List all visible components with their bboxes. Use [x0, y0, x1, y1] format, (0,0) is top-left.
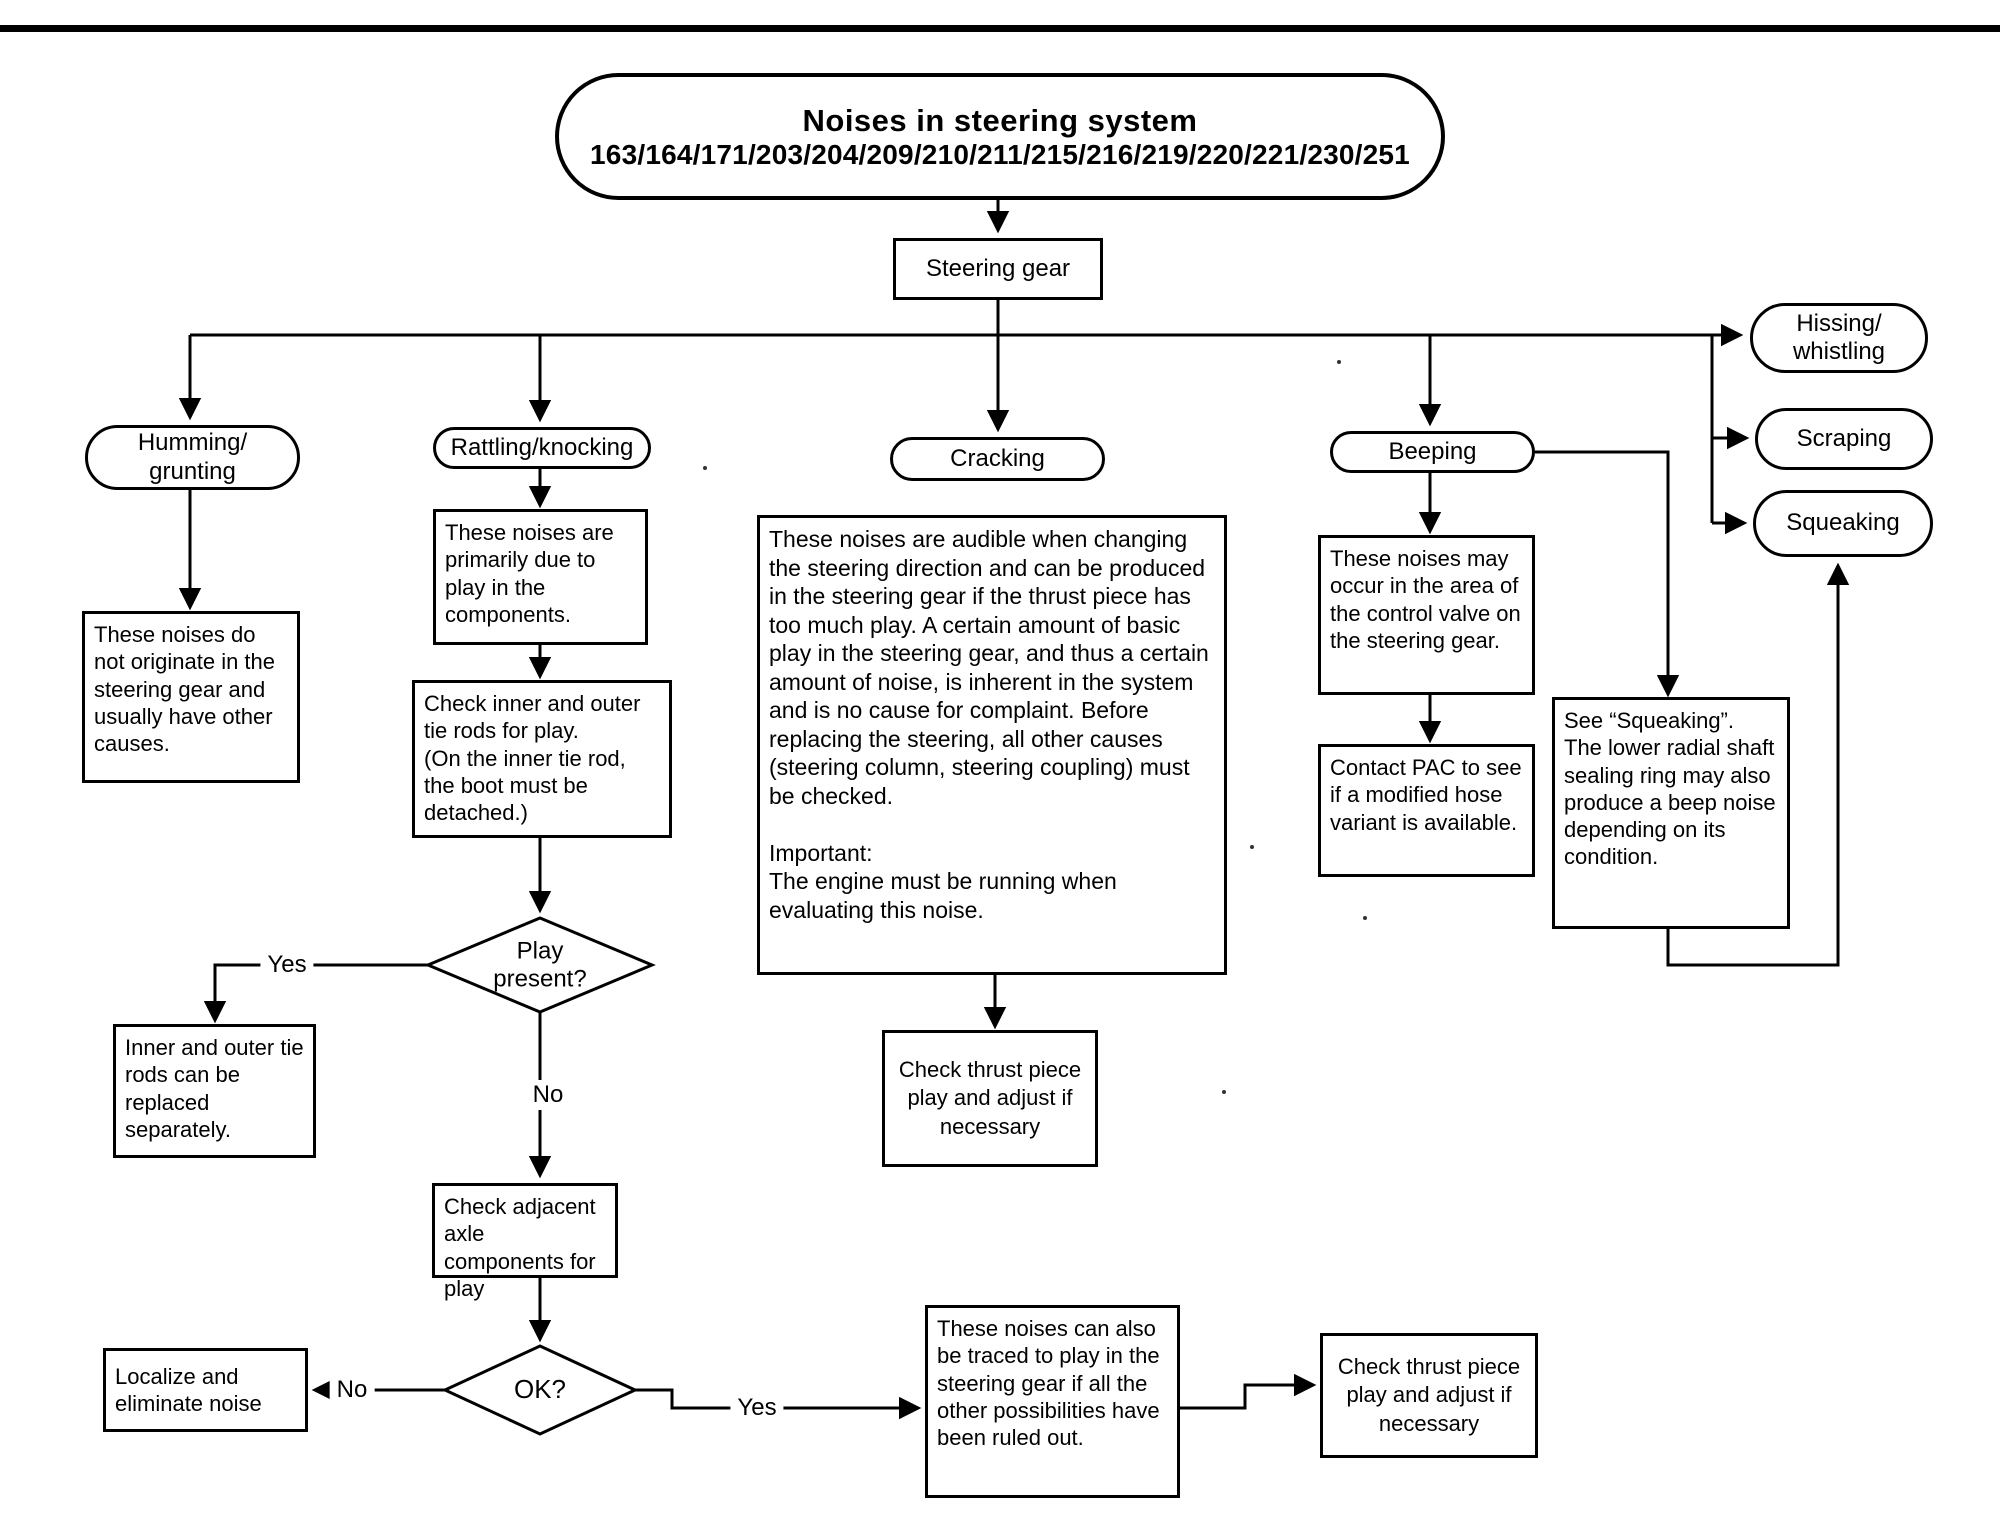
- node-beeping-oval: Beeping: [1330, 431, 1535, 473]
- node-ruled-out: These noises can also be traced to play …: [925, 1305, 1180, 1498]
- node-beeping-desc: These noises may occur in the area of th…: [1318, 535, 1535, 695]
- node-squeaking-oval: Squeaking: [1753, 490, 1933, 557]
- node-humming-desc: These noises do not originate in the ste…: [82, 611, 300, 783]
- scan-speck: [1337, 360, 1341, 364]
- edge-beeping-to-note: [1535, 450, 1680, 698]
- title-line2: 163/164/171/203/204/209/210/211/215/216/…: [590, 138, 1410, 170]
- node-tie-rod-replace: Inner and outer tie rods can be replaced…: [113, 1024, 316, 1158]
- node-humming-oval: Humming/ grunting: [85, 425, 300, 490]
- edge-label-play-no: No: [525, 1080, 571, 1110]
- node-check-adjacent: Check adjacent axle components for play: [432, 1183, 618, 1301]
- title-line1: Noises in steering system: [802, 102, 1198, 138]
- node-ok-label: OK?: [513, 1374, 567, 1405]
- node-tie-rod-check: Check inner and outer tie rods for play.…: [412, 680, 672, 838]
- node-cracking-desc: These noises are audible when changing t…: [757, 515, 1227, 975]
- node-play-present-label: Play present?: [493, 937, 587, 992]
- page-top-rule: [0, 25, 2000, 32]
- node-cracking-oval: Cracking: [890, 437, 1105, 481]
- node-rattling-desc: These noises are primarily due to play i…: [433, 509, 648, 645]
- edge-label-ok-no: No: [329, 1375, 375, 1405]
- node-pac: Contact PAC to see if a modified hose va…: [1318, 744, 1535, 877]
- node-thrust-check-mid: Check thrust piece play and adjust if ne…: [882, 1030, 1098, 1167]
- node-scraping-oval: Scraping: [1755, 408, 1933, 470]
- scan-speck: [1222, 1090, 1226, 1094]
- edge-play-yes: [203, 963, 428, 1024]
- edge-ruledout-to-thrust: [1180, 1373, 1317, 1410]
- scan-speck: [1363, 916, 1367, 920]
- scan-speck: [1250, 845, 1254, 849]
- node-steering-gear: Steering gear: [893, 238, 1103, 300]
- edge-label-ok-yes: Yes: [730, 1393, 784, 1423]
- scan-speck: [703, 466, 707, 470]
- node-localize: Localize and eliminate noise: [103, 1348, 308, 1432]
- node-rattling-oval: Rattling/knocking: [433, 427, 651, 469]
- node-squeaking-note: See “Squeaking”. The lower radial shaft …: [1552, 697, 1790, 929]
- edge-label-play-yes: Yes: [260, 950, 314, 980]
- node-thrust-check-bottom: Check thrust piece play and adjust if ne…: [1320, 1333, 1538, 1458]
- node-hissing-oval: Hissing/ whistling: [1750, 303, 1928, 373]
- title-terminal: Noises in steering system 163/164/171/20…: [555, 73, 1445, 200]
